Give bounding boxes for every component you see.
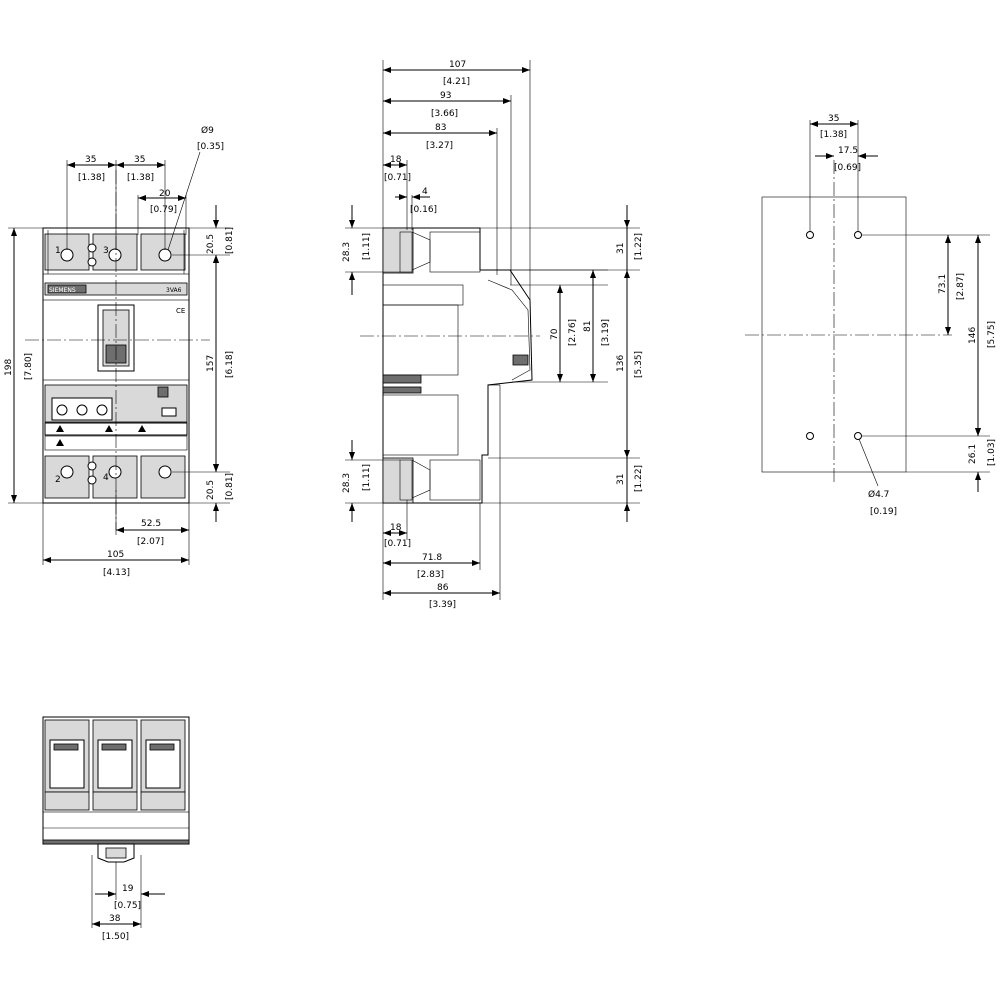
dim-side-top-18-inch: [0.71] (384, 173, 411, 183)
dim-front-bottom-52.5: 52.5 (141, 519, 161, 529)
dim-side-top-107: 107 (449, 60, 466, 70)
dim-side-top-107-inch: [4.21] (443, 77, 470, 87)
dim-drill-top-35-inch: [1.38] (820, 130, 847, 140)
dim-side-inner-70: 70 (550, 328, 560, 340)
dim-front-right-20.5-bottom-inch: [0.81] (225, 473, 235, 500)
dim-side-top-83-inch: [3.27] (426, 141, 453, 151)
terminal-label-4: 4 (103, 473, 109, 483)
dim-front-hole: Ø9 (201, 125, 214, 136)
dim-side-left-28.3-bottom: 28.3 (342, 473, 352, 493)
terminal-label-1: 1 (55, 246, 61, 256)
dim-drill-hole: Ø4.7 (868, 489, 889, 500)
terminal-label-3: 3 (103, 246, 109, 256)
dim-side-inner-81: 81 (583, 321, 593, 332)
dim-front-right-157-inch: [6.18] (225, 351, 235, 378)
dim-drill-right-73.1-inch: [2.87] (956, 273, 966, 300)
dim-side-top-83: 83 (435, 123, 446, 133)
dim-drill-top-35: 35 (828, 114, 839, 124)
dim-front-top-35a-inch: [1.38] (78, 173, 105, 183)
ce-mark: CE (176, 307, 185, 315)
mounting-hole (806, 231, 814, 239)
dim-side-top-93: 93 (440, 91, 451, 101)
terminal-label-2: 2 (55, 475, 61, 485)
dim-side-left-28.3-top: 28.3 (342, 242, 352, 262)
dim-drill-right-26.1-inch: [1.03] (987, 439, 997, 466)
dim-side-bottom-71.8: 71.8 (422, 553, 442, 563)
dim-drill-right-146: 146 (968, 327, 978, 344)
dim-drill-right-146-inch: [5.75] (987, 321, 997, 348)
dim-front-hole-inch: [0.35] (197, 142, 224, 152)
dim-side-inner-81-inch: [3.19] (601, 319, 611, 346)
dim-bottom-19: 19 (122, 884, 134, 894)
dim-side-right-31-bottom: 31 (616, 474, 626, 485)
dim-side-bottom-86: 86 (437, 583, 449, 593)
drilling-view: 35 [1.38] 17.5 [0.69] 73.1 [2.87] 146 [5… (745, 114, 997, 517)
dim-front-bottom-105-inch: [4.13] (103, 568, 130, 578)
dim-front-top-35b-inch: [1.38] (127, 173, 154, 183)
dim-side-right-31-bottom-inch: [1.22] (634, 465, 644, 492)
dim-drill-top-17.5: 17.5 (838, 146, 858, 156)
dim-front-top-35a: 35 (85, 155, 96, 165)
dim-side-inner-70-inch: [2.76] (568, 319, 578, 346)
dim-side-right-31-top-inch: [1.22] (634, 233, 644, 260)
dim-side-bottom-71.8-inch: [2.83] (417, 570, 444, 580)
dim-front-right-157: 157 (206, 355, 216, 372)
front-view: 1 3 SIEMENS 3VA6 CE (4, 125, 235, 578)
dim-front-bottom-52.5-inch: [2.07] (137, 537, 164, 547)
dim-side-left-28.3-bottom-inch: [1.11] (362, 464, 372, 491)
dim-bottom-38: 38 (109, 914, 121, 924)
dim-front-top-35b: 35 (134, 155, 145, 165)
dim-drill-hole-inch: [0.19] (870, 507, 897, 517)
dim-drill-right-73.1: 73.1 (938, 274, 948, 294)
dim-side-right-136: 136 (616, 355, 626, 372)
brand-label: SIEMENS (49, 287, 76, 294)
dim-front-height-inch: [7.80] (24, 353, 34, 380)
dim-side-bottom-18-inch: [0.71] (384, 539, 411, 549)
terminal-screw (60, 248, 74, 262)
dim-front-right-20.5-bottom: 20.5 (206, 480, 216, 500)
dim-side-left-28.3-top-inch: [1.11] (362, 233, 372, 260)
dim-drill-top-17.5-inch: [0.69] (834, 163, 861, 173)
bottom-view: 19 [0.75] 38 [1.50] (42, 716, 190, 942)
dim-front-top-20-inch: [0.79] (150, 205, 177, 215)
dim-front-right-20.5-top: 20.5 (206, 234, 216, 254)
dim-side-top-4-inch: [0.16] (410, 205, 437, 215)
dim-side-right-31-top: 31 (616, 243, 626, 254)
dim-front-bottom-105: 105 (107, 550, 124, 560)
dim-bottom-19-inch: [0.75] (114, 901, 141, 911)
dim-side-bottom-18: 18 (390, 523, 402, 533)
dim-side-bottom-86-inch: [3.39] (429, 600, 456, 610)
dim-side-top-93-inch: [3.66] (431, 109, 458, 119)
dim-front-top-20: 20 (159, 189, 171, 199)
dim-side-top-4: 4 (422, 187, 428, 197)
dim-side-right-136-inch: [5.35] (634, 351, 644, 378)
model-label: 3VA6 (166, 287, 182, 294)
dim-bottom-38-inch: [1.50] (102, 932, 129, 942)
dim-front-height: 198 (4, 359, 14, 376)
dim-front-right-20.5-top-inch: [0.81] (225, 227, 235, 254)
dim-side-top-18: 18 (390, 155, 402, 165)
side-view: 107 [4.21] 93 [3.66] 83 [3.27] 18 [0.71]… (342, 60, 644, 610)
dim-drill-right-26.1: 26.1 (968, 444, 978, 464)
